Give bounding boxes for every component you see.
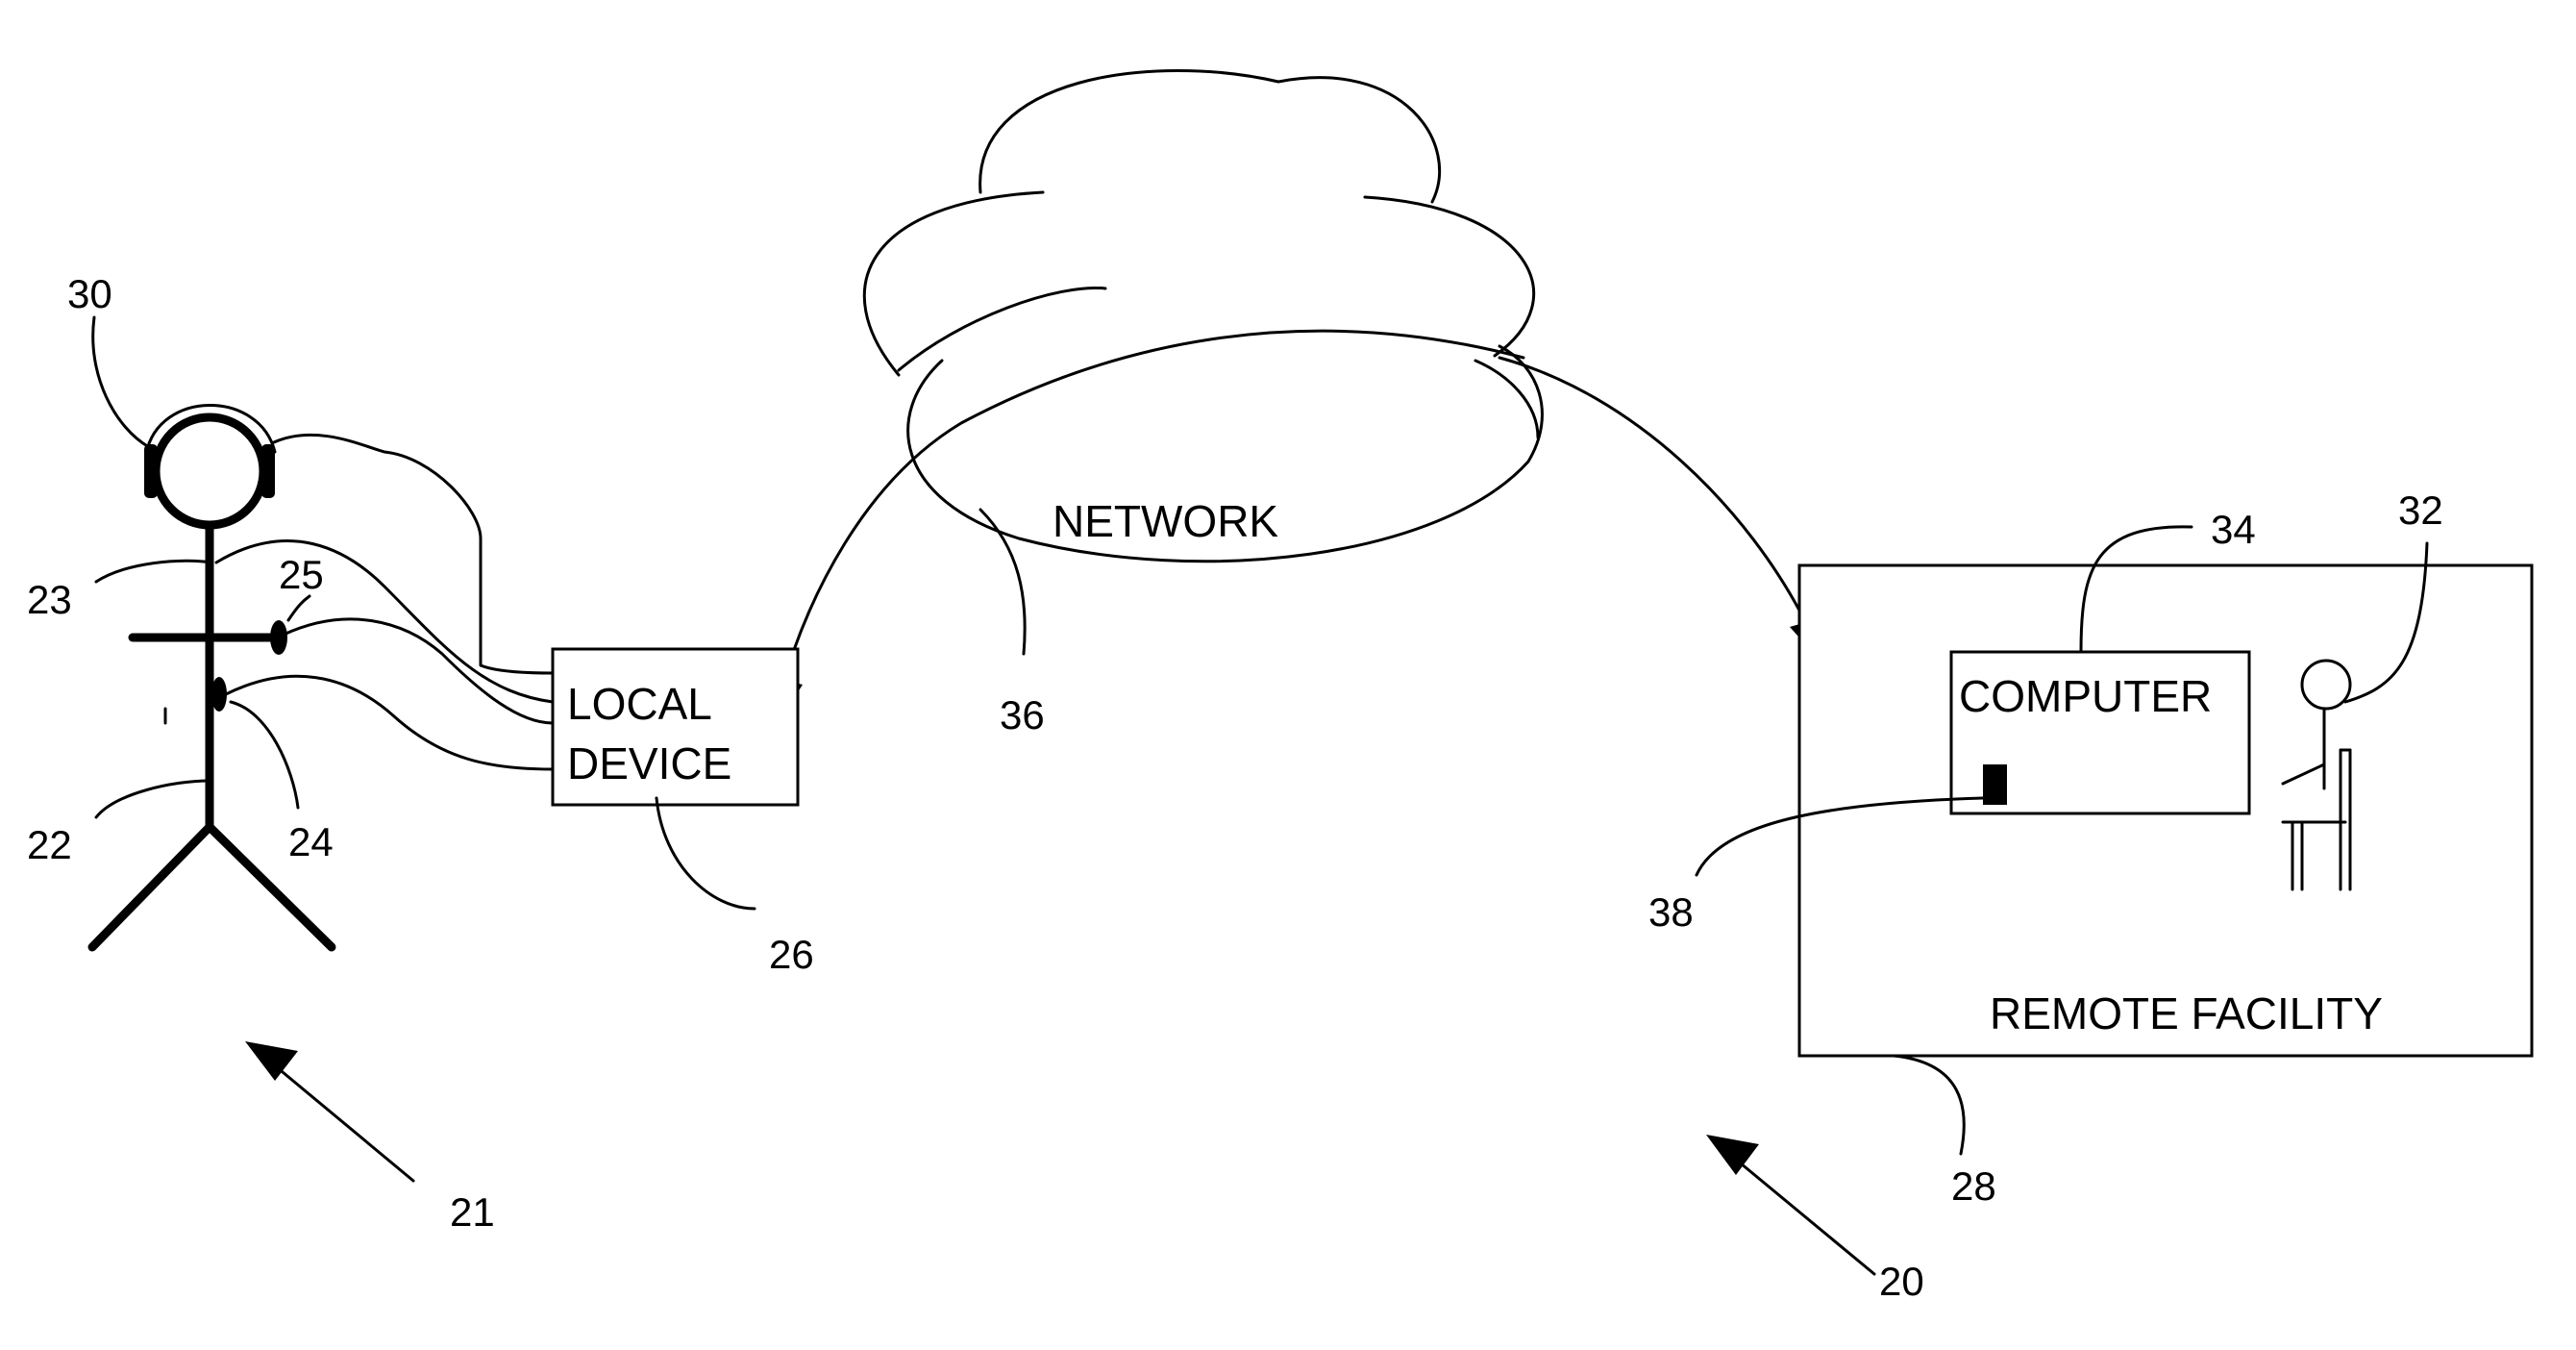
local-device-ref: 26 xyxy=(769,932,814,977)
local-device-label-line2: DEVICE xyxy=(567,738,731,788)
remote-system-arrow-shaft xyxy=(1735,1159,1874,1274)
network-to-remote-arc xyxy=(1499,358,1807,625)
remote-facility-label: REMOTE FACILITY xyxy=(1990,988,2383,1038)
remote-facility-leader xyxy=(1894,1056,1964,1154)
remote-system-ref: 20 xyxy=(1879,1259,1924,1304)
body-ref: 22 xyxy=(27,822,72,867)
remote-facility-ref: 28 xyxy=(1951,1163,1996,1209)
headphones-ref: 30 xyxy=(67,271,112,316)
network-leader-line xyxy=(980,510,1025,654)
left-leg xyxy=(92,827,210,947)
patient-system-arrowhead xyxy=(245,1041,298,1081)
headphones-leader xyxy=(93,317,149,447)
remote-system-arrowhead xyxy=(1706,1135,1759,1175)
neck-sensor-leader xyxy=(96,561,211,582)
arm-sensor xyxy=(270,620,287,655)
patient-system-ref: 21 xyxy=(450,1189,495,1235)
operator-ref: 32 xyxy=(2398,488,2443,533)
body-leader xyxy=(96,781,210,817)
left-earphone xyxy=(144,444,158,498)
network-label: NETWORK xyxy=(1053,496,1278,546)
chest-wire xyxy=(226,676,553,769)
patient-system-arrow-shaft xyxy=(271,1062,413,1181)
computer-ref: 34 xyxy=(2211,507,2256,552)
neck-wire xyxy=(216,541,553,702)
chest-sensor-leader xyxy=(231,702,298,808)
local-device-label-line1: LOCAL xyxy=(567,679,712,729)
arm-sensor-ref: 25 xyxy=(279,552,324,597)
right-earphone xyxy=(261,444,275,498)
local-device-leader xyxy=(656,798,755,909)
arm-sensor-leader xyxy=(288,596,310,620)
neck-sensor-ref: 23 xyxy=(27,577,72,622)
head xyxy=(156,417,263,525)
computer-port xyxy=(1983,764,2007,805)
network-ref: 36 xyxy=(1000,692,1045,738)
computer-label: COMPUTER xyxy=(1959,671,2212,721)
computer-port-ref: 38 xyxy=(1648,889,1694,935)
network-cloud: NETWORK xyxy=(864,70,1542,561)
chest-sensor-ref: 24 xyxy=(288,819,334,864)
